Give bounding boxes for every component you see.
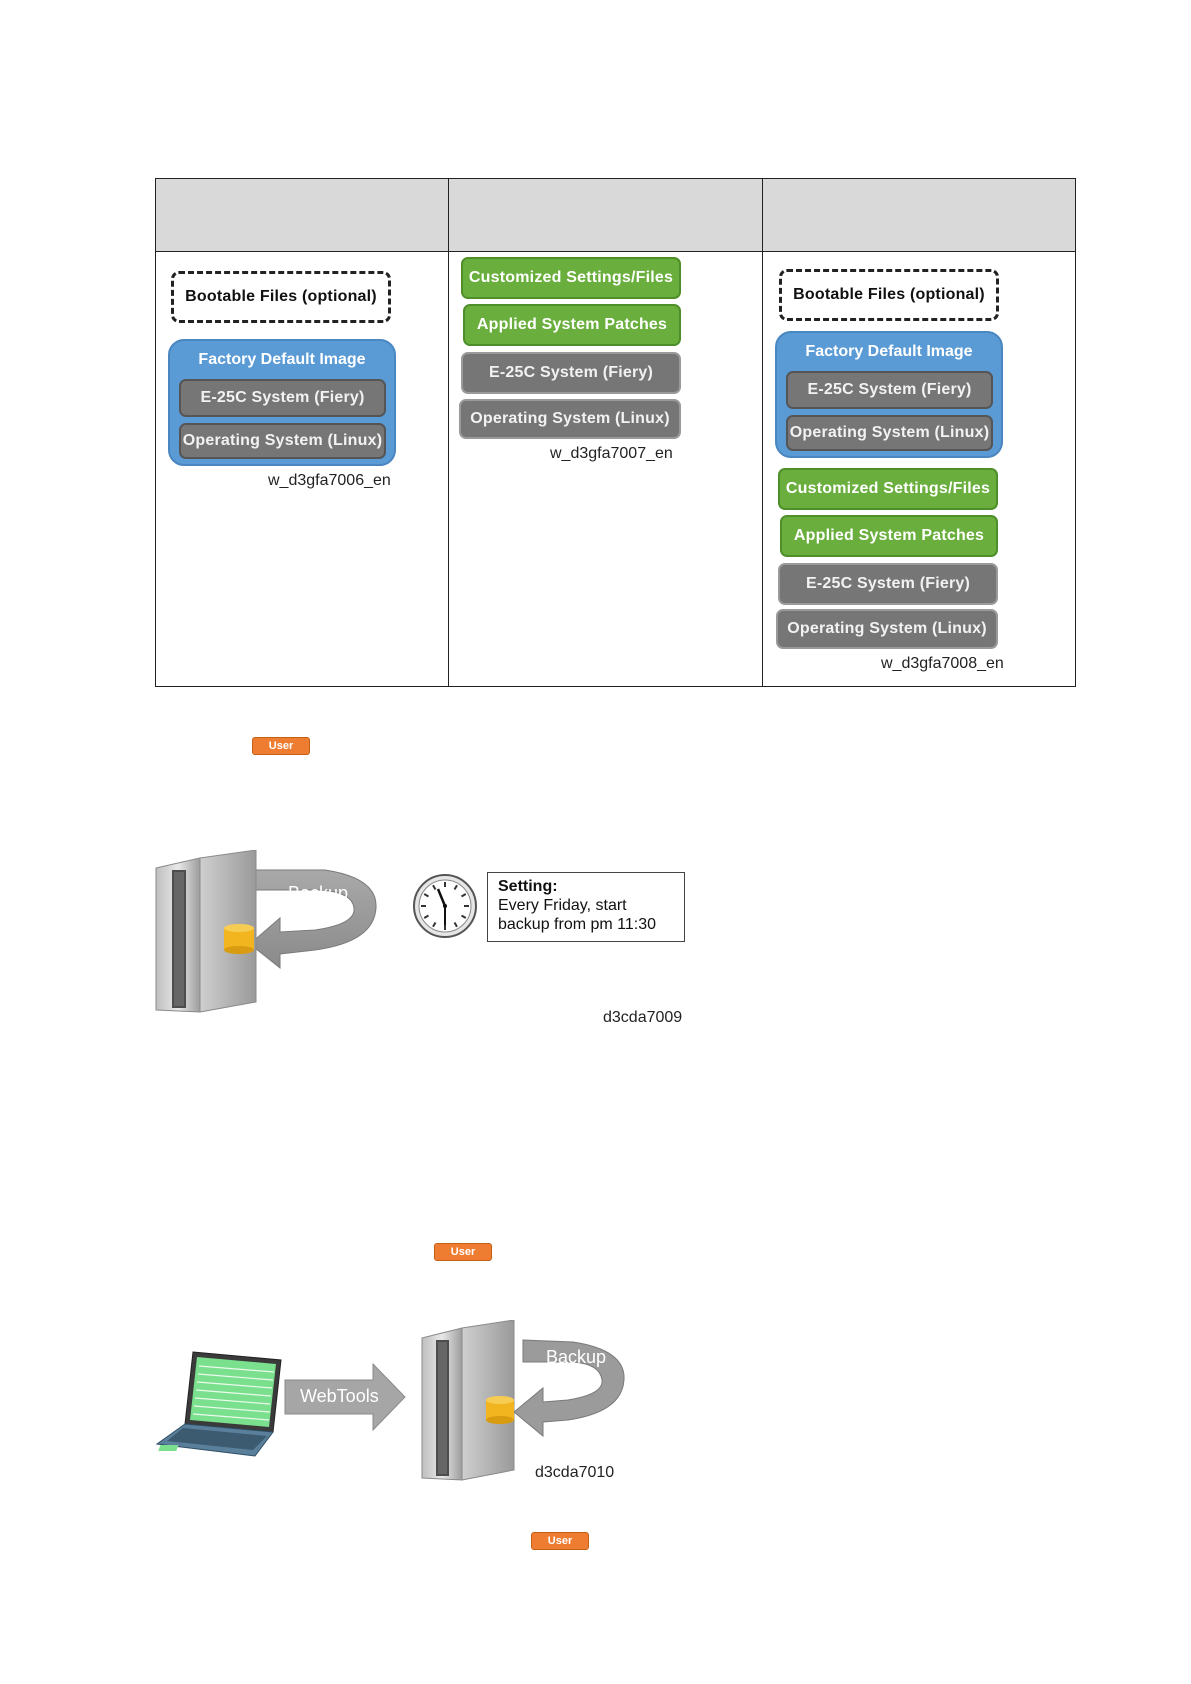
database-icon <box>486 1396 514 1424</box>
factory-default-image-title: Factory Default Image <box>805 343 973 360</box>
user-badge: User <box>434 1243 492 1261</box>
os-block: Operating System (Linux) <box>179 423 386 459</box>
setting-title: Setting: <box>498 878 558 895</box>
factory-default-image-block: Factory Default Image E-25C System (Fier… <box>168 339 396 466</box>
table-body-row: Bootable Files (optional) Factory Defaul… <box>155 251 1076 687</box>
backup-label: Backup <box>288 883 349 903</box>
header-cell-2 <box>448 178 763 252</box>
setting-line-1: Every Friday, start <box>498 897 627 914</box>
server-backup-illustration <box>155 850 377 1013</box>
user-badge: User <box>252 737 310 755</box>
table-cell-col3: Bootable Files (optional) Factory Defaul… <box>762 251 1076 687</box>
table-cell-col2: Customized Settings/Files Applied System… <box>448 251 763 687</box>
laptop-icon <box>155 1351 282 1457</box>
webtools-label: WebTools <box>300 1386 379 1406</box>
webtools-arrow-icon <box>284 1362 406 1432</box>
factory-default-image-block: Factory Default Image E-25C System (Fier… <box>775 331 1003 458</box>
system-block: E-25C System (Fiery) <box>778 563 998 605</box>
os-block: Operating System (Linux) <box>776 609 998 649</box>
backup-arrow-icon <box>513 1339 625 1438</box>
server-backup-illustration <box>421 1320 625 1481</box>
backup-arrow-icon <box>244 869 377 970</box>
figure-caption: w_d3gfa7007_en <box>550 445 673 462</box>
applied-patches-block: Applied System Patches <box>780 515 998 557</box>
backup-label: Backup <box>546 1347 607 1367</box>
clock-icon <box>413 874 477 938</box>
figure-caption: d3cda7010 <box>535 1464 615 1481</box>
os-block: Operating System (Linux) <box>459 399 681 439</box>
os-block: Operating System (Linux) <box>786 415 993 451</box>
table-cell-col1: Bootable Files (optional) Factory Defaul… <box>155 251 449 687</box>
setting-line-2: backup from pm 11:30 <box>498 916 657 933</box>
factory-default-image-title: Factory Default Image <box>198 351 366 368</box>
figure-caption: w_d3gfa7006_en <box>268 472 391 489</box>
header-cell-3 <box>762 178 1076 252</box>
figure-caption: d3cda7009 <box>603 1009 683 1026</box>
customized-settings-block: Customized Settings/Files <box>461 257 681 299</box>
customized-settings-block: Customized Settings/Files <box>778 468 998 510</box>
bootable-files-block: Bootable Files (optional) <box>171 271 391 323</box>
bootable-files-block: Bootable Files (optional) <box>779 269 999 321</box>
system-block: E-25C System (Fiery) <box>786 371 993 409</box>
image-comparison-table: Bootable Files (optional) Factory Defaul… <box>155 178 1076 687</box>
backup-setting-box: Setting: Every Friday, start backup from… <box>487 872 685 942</box>
system-block: E-25C System (Fiery) <box>461 352 681 394</box>
table-header-row <box>155 178 1076 252</box>
database-icon <box>224 924 254 954</box>
figure-caption: w_d3gfa7008_en <box>881 655 1004 672</box>
header-cell-1 <box>155 178 449 252</box>
user-badge: User <box>531 1532 589 1550</box>
system-block: E-25C System (Fiery) <box>179 379 386 417</box>
applied-patches-block: Applied System Patches <box>463 304 681 346</box>
